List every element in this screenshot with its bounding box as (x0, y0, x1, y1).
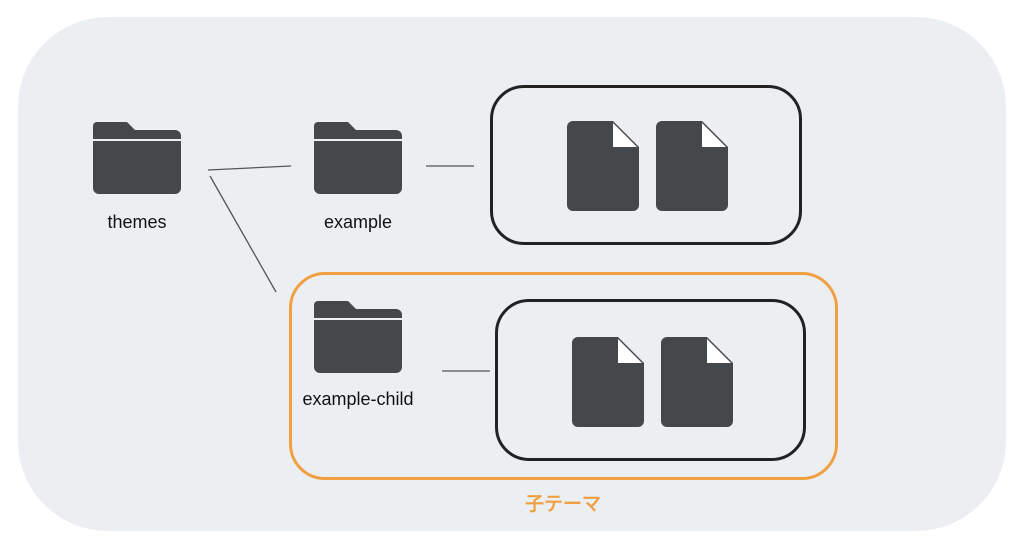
child-theme-group (289, 272, 838, 480)
files-group-example-child (495, 299, 806, 461)
node-label-example: example (323, 212, 393, 232)
node-label-example-child: example-child (302, 389, 414, 409)
file-icon (572, 337, 644, 427)
folder-icon (93, 122, 181, 194)
file-icon (656, 121, 728, 211)
file-icon (661, 337, 733, 427)
folder-icon (314, 301, 402, 373)
child-theme-caption: 子テーマ (524, 493, 601, 515)
files-group-example (490, 85, 802, 245)
folder-icon (314, 122, 402, 194)
file-icon (567, 121, 639, 211)
node-label-themes: themes (107, 212, 167, 232)
